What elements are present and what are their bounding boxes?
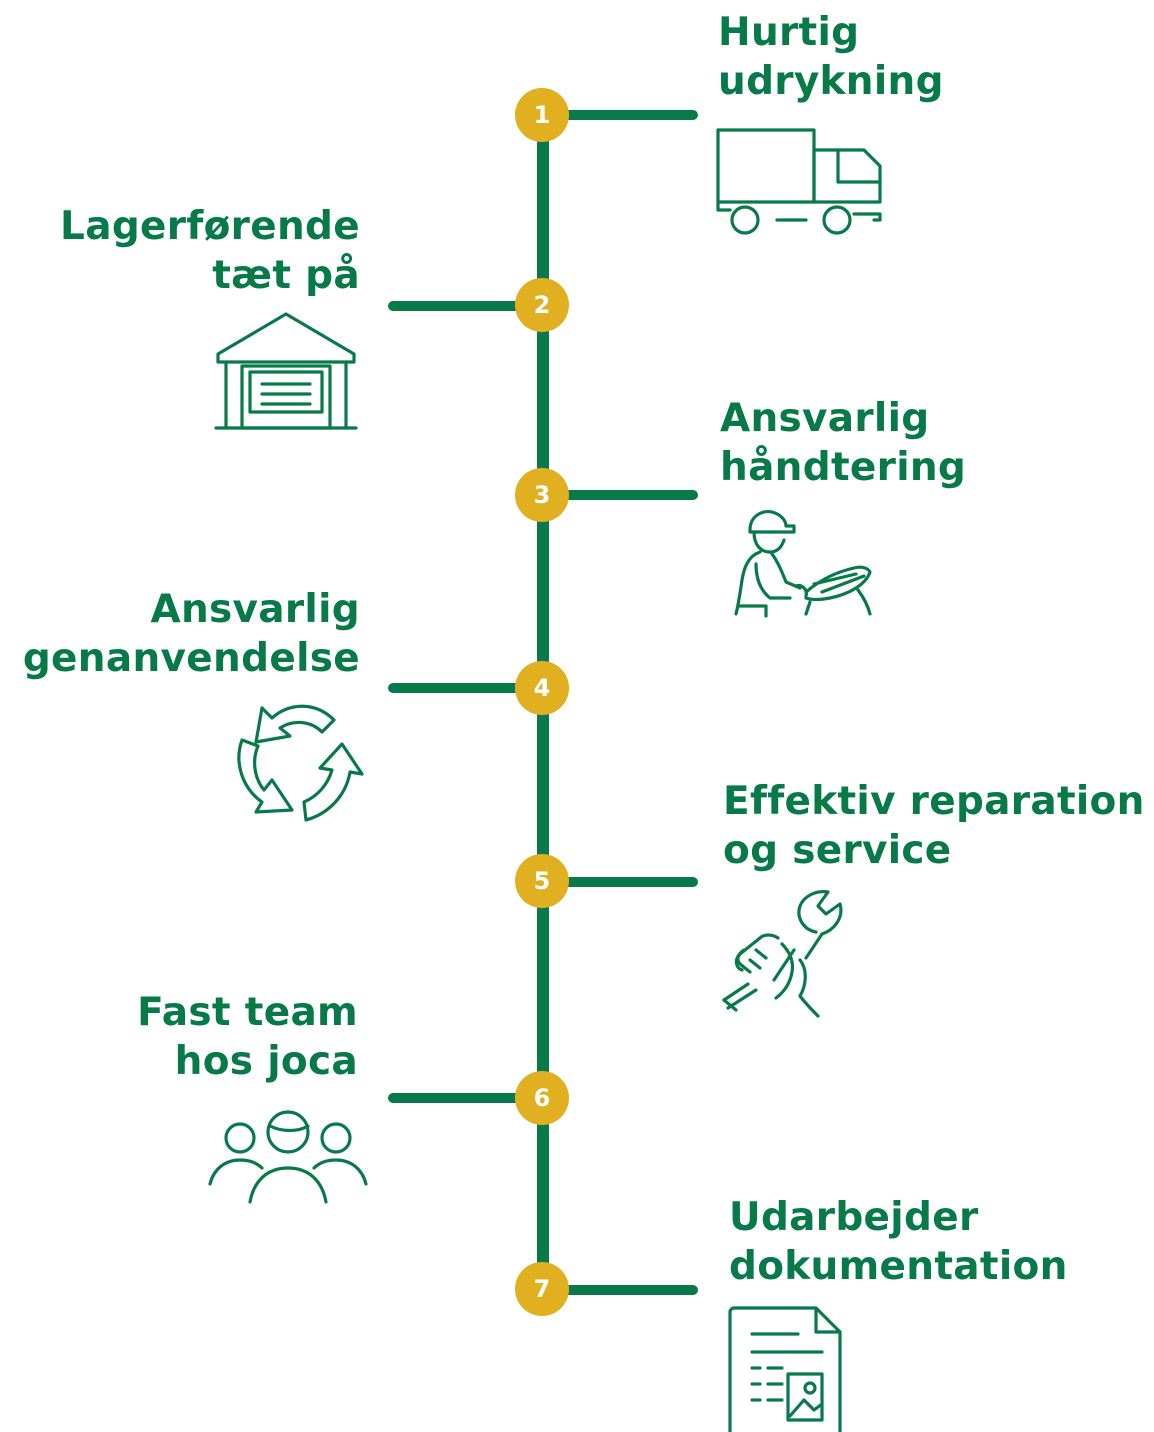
step-1-line-2: udrykning	[718, 59, 944, 104]
step-5-label: Effektiv reparation og service	[723, 777, 1145, 875]
step-6-label: Fast team hos joca	[137, 988, 358, 1086]
connector-3	[560, 490, 698, 500]
connector-7	[560, 1285, 698, 1295]
step-4-label: Ansvarlig genanvendelse	[23, 585, 360, 683]
step-number-1: 1	[515, 88, 569, 142]
step-5-line-1: Effektiv reparation	[723, 779, 1145, 824]
step-5-line-2: og service	[723, 828, 952, 873]
step-2-line-1: Lagerførende	[60, 204, 360, 249]
step-3-line-1: Ansvarlig	[720, 396, 930, 441]
team-icon	[206, 1106, 370, 1206]
step-2-line-2: tæt på	[212, 253, 360, 298]
step-number-3: 3	[515, 468, 569, 522]
step-1-label: Hurtig udrykning	[718, 8, 944, 106]
step-2-label: Lagerførende tæt på	[60, 202, 360, 300]
step-number-4: 4	[515, 661, 569, 715]
connector-5	[560, 877, 698, 887]
wrench-hand-icon	[720, 888, 860, 1020]
document-icon	[726, 1304, 846, 1432]
connector-1	[560, 110, 698, 120]
step-7-line-2: dokumentation	[729, 1244, 1068, 1289]
step-3-line-2: håndtering	[720, 445, 967, 490]
connector-4	[388, 683, 526, 693]
recycle-icon	[224, 698, 364, 828]
step-number-5: 5	[515, 854, 569, 908]
step-4-line-2: genanvendelse	[22, 636, 360, 681]
step-6-line-1: Fast team	[137, 990, 358, 1035]
connector-2	[388, 301, 526, 311]
worker-icon	[730, 506, 880, 618]
step-1-line-1: Hurtig	[718, 10, 860, 55]
step-number-2: 2	[515, 278, 569, 332]
warehouse-icon	[214, 310, 358, 432]
step-number-7: 7	[515, 1262, 569, 1316]
step-6-line-2: hos joca	[174, 1039, 358, 1084]
truck-icon	[714, 126, 884, 238]
step-number-6: 6	[515, 1071, 569, 1125]
step-4-line-1: Ansvarlig	[150, 587, 360, 632]
connector-6	[388, 1093, 526, 1103]
step-3-label: Ansvarlig håndtering	[720, 394, 966, 492]
step-7-label: Udarbejder dokumentation	[729, 1193, 1068, 1291]
step-7-line-1: Udarbejder	[729, 1195, 979, 1240]
